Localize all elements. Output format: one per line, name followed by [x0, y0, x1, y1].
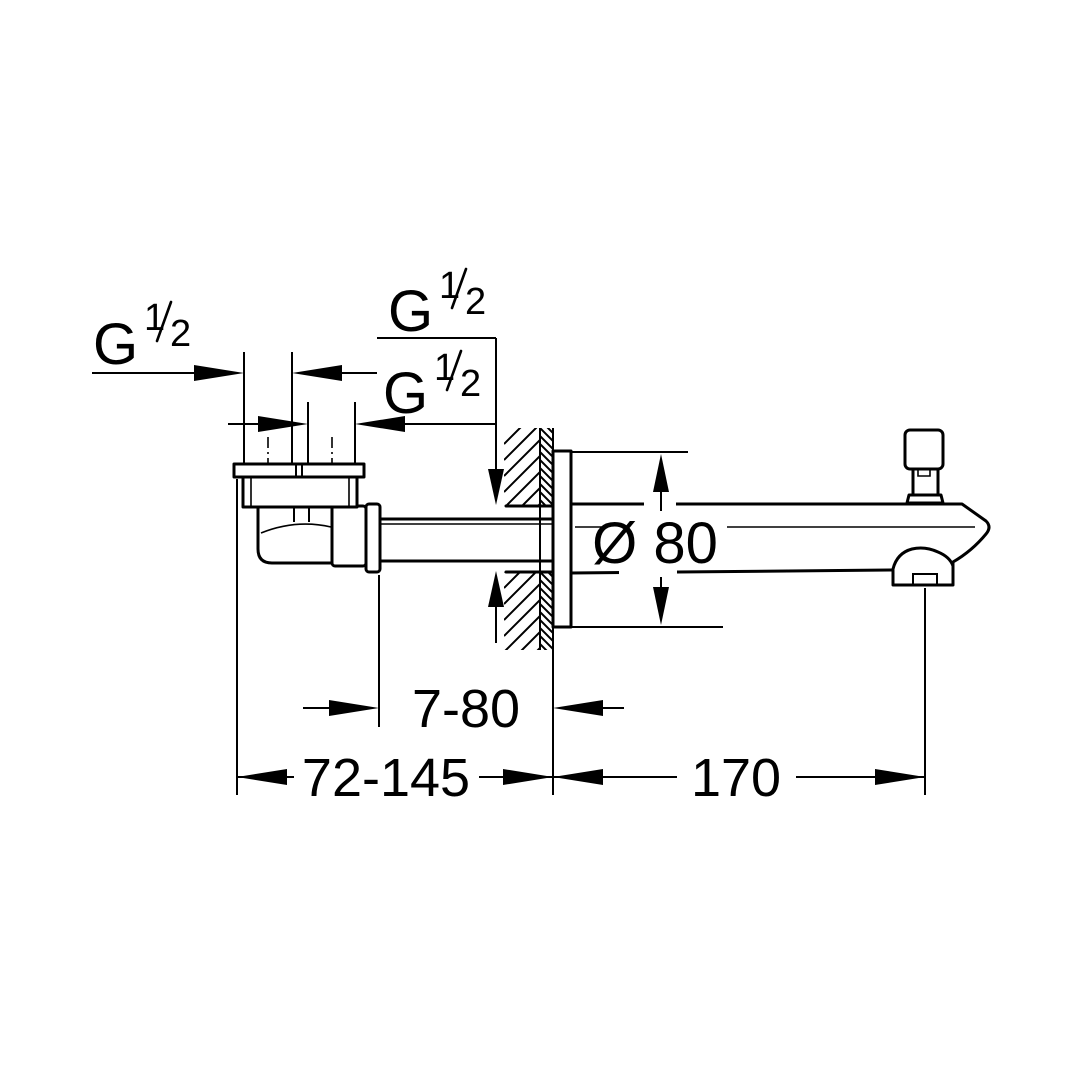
dim-lines: [571, 451, 723, 628]
fraction-slash-icon: [445, 349, 463, 392]
arrow-left-icon: [553, 700, 603, 716]
arrow-right-icon: [875, 769, 925, 785]
dim-length-170: 170: [553, 588, 926, 808]
elbow-body: [256, 504, 336, 565]
thread-left-num: 1: [144, 297, 165, 339]
arrow-left-icon: [292, 365, 342, 381]
union-nut: [330, 504, 368, 568]
arrow-right-icon: [329, 700, 379, 716]
arrow-right-icon: [258, 416, 308, 432]
dim-thread-left: G 1 2: [92, 297, 377, 381]
spout-outline: [569, 502, 991, 587]
supply-pipe-body: [380, 518, 554, 562]
escutcheon-plate: [551, 449, 573, 629]
arrow-up-icon: [653, 454, 669, 492]
arrow-left-icon: [237, 769, 287, 785]
dim-diameter-80: Ø 80: [571, 451, 723, 628]
aerator-outlet-notch: [912, 573, 938, 585]
supply-pipe: [378, 517, 555, 563]
flange-divider-lines: [295, 464, 303, 477]
collar-inner-lines: [250, 478, 350, 506]
union-flange-ring: [364, 502, 382, 574]
wall-opening-lines: [504, 504, 556, 574]
thread-left-g: G: [93, 312, 138, 377]
supply-pipe-outline: [378, 517, 555, 563]
thread-wall-g: G: [388, 279, 433, 344]
elbow-bend-line: [260, 523, 332, 534]
aerator-outlet-dome: [891, 546, 955, 571]
riser-centerlines: [267, 437, 333, 463]
arrow-up-icon: [488, 571, 504, 607]
arrow-right-icon: [194, 365, 244, 381]
thread-left-den: 2: [170, 313, 191, 355]
diverter-stem: [911, 467, 940, 497]
diverter-cap: [903, 428, 945, 471]
dim-lines: [377, 337, 497, 643]
fraction-slash-icon: [155, 300, 173, 343]
dim-lines: [303, 575, 624, 727]
thread-union-den: 2: [460, 363, 481, 405]
dim-thread-union: G 1 2: [228, 347, 496, 432]
arrow-down-icon: [653, 587, 669, 625]
thread-wall-den: 2: [465, 281, 486, 323]
riser-pipes: [243, 352, 356, 464]
dim-range-72-145: 72-145: [236, 479, 553, 808]
arrow-down-icon: [488, 469, 504, 505]
mounting-flange-bar: [232, 462, 366, 479]
arrow-right-icon: [503, 769, 553, 785]
diverter-knob: [903, 428, 945, 505]
union-elbow-fitting: [232, 352, 382, 574]
thread-union-num: 1: [434, 347, 455, 389]
diameter-value: Ø 80: [592, 511, 718, 576]
union-collar: [241, 475, 359, 509]
projection-value: 170: [691, 748, 781, 808]
thread-union-g: G: [383, 361, 428, 426]
center-tube-lines: [293, 506, 310, 522]
arrow-left-icon: [553, 769, 603, 785]
spout-body: [569, 499, 991, 587]
dimension-gap: [619, 568, 677, 576]
thread-wall-num: 1: [439, 265, 460, 307]
depth-range-value: 7-80: [412, 679, 520, 739]
adjust-range-value: 72-145: [302, 748, 470, 808]
dim-thread-wall: G 1 2: [377, 265, 504, 643]
diverter-base: [905, 493, 945, 505]
diverter-stem-notch: [917, 469, 931, 477]
dim-depth-7-80: 7-80: [303, 575, 624, 739]
arrow-left-icon: [355, 416, 405, 432]
fraction-slash-icon: [450, 267, 468, 310]
